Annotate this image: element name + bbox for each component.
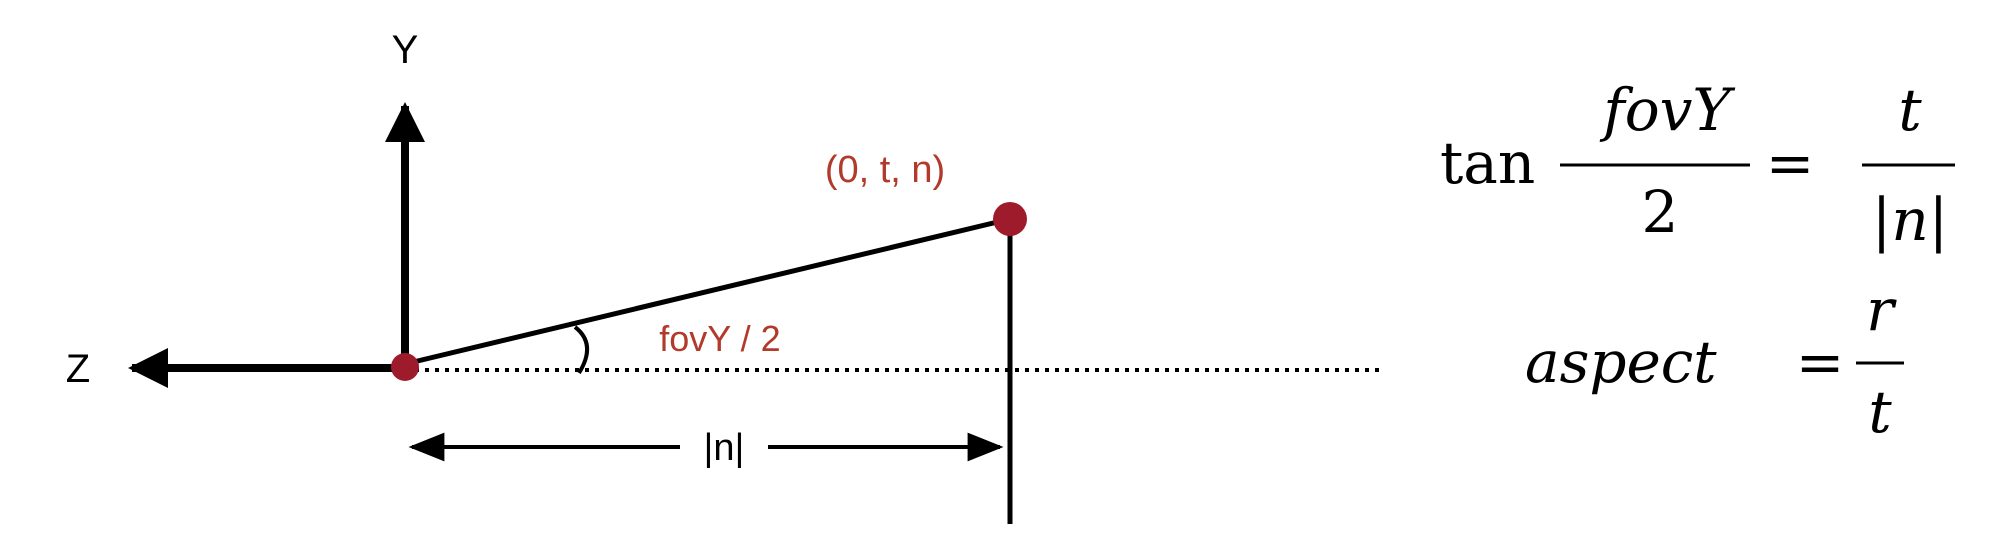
- origin-point: [391, 353, 419, 381]
- eq2-lhs: aspect: [1525, 328, 1717, 396]
- point-label: (0, t, n): [825, 149, 945, 191]
- fov-ray: [404, 216, 1011, 367]
- top-point: [993, 202, 1027, 236]
- eq1-equals: =: [1766, 129, 1815, 197]
- eq2-equals: =: [1796, 328, 1845, 396]
- eq1-lhs-denominator: 2: [1642, 178, 1679, 246]
- equation-aspect: aspect = r t: [1525, 276, 1904, 446]
- eq2-rhs-numerator: r: [1866, 276, 1897, 344]
- angle-arc: [573, 325, 589, 375]
- equation-tan-fov: tan fovY 2 = t |n|: [1440, 76, 1955, 254]
- eq1-func: tan: [1440, 129, 1535, 197]
- angle-label: fovY / 2: [659, 318, 780, 359]
- z-axis-label: Z: [66, 347, 90, 391]
- eq1-rhs-denominator: |n|: [1872, 186, 1948, 254]
- eq1-rhs-numerator: t: [1898, 76, 1922, 144]
- distance-label: |n|: [704, 427, 745, 469]
- eq1-lhs-numerator: fovY: [1599, 76, 1735, 144]
- eq2-rhs-denominator: t: [1868, 378, 1892, 446]
- y-axis-label: Y: [392, 28, 419, 72]
